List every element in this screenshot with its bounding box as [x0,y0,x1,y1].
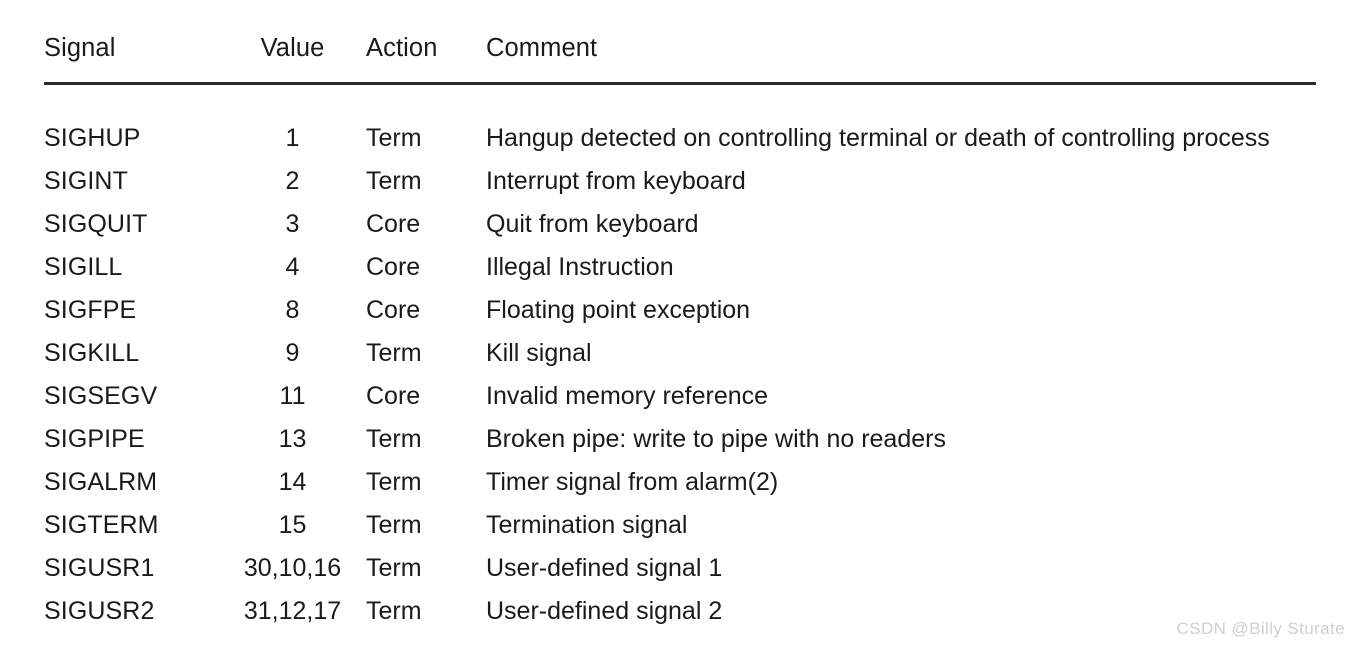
cell-comment: User-defined signal 1 [486,554,723,582]
cell-signal: SIGUSR2 [44,597,155,625]
cell-comment: Kill signal [486,339,592,367]
cell-comment: Interrupt from keyboard [486,167,746,195]
cell-action: Core [366,296,421,324]
cell-signal: SIGFPE [44,296,137,324]
column-header-comment: Comment [486,33,598,62]
cell-action: Core [366,210,421,238]
cell-signal: SIGPIPE [44,425,145,453]
cell-comment: Floating point exception [486,296,751,324]
header-spacer-cell [44,95,1316,117]
cell-comment: Broken pipe: write to pipe with no reade… [486,425,946,453]
cell-value: 2 [285,167,300,195]
cell-action: Term [366,511,422,539]
cell-comment: Invalid memory reference [486,382,769,410]
cell-value: 14 [278,468,307,496]
cell-value: 30,10,16 [243,554,342,582]
cell-comment: User-defined signal 2 [486,597,723,625]
header-rule-cell [44,82,1316,95]
cell-signal: SIGSEGV [44,382,158,410]
table-row: SIGFPE 8 Core Floating point exception [44,289,1316,332]
cell-action: Term [366,124,422,152]
cell-action: Term [366,468,422,496]
table-row: SIGUSR1 30,10,16 Term User-defined signal 1 [44,547,1316,590]
cell-value: 4 [285,253,300,281]
cell-action: Term [366,167,422,195]
cell-action: Core [366,253,421,281]
cell-comment: Quit from keyboard [486,210,699,238]
column-header-action: Action [366,33,438,62]
cell-value: 31,12,17 [243,597,342,625]
table-header-row: Signal Value Action Comment [44,24,1316,82]
cell-action: Term [366,597,422,625]
header-rule-row [44,82,1316,95]
cell-signal: SIGINT [44,167,128,195]
cell-signal: SIGQUIT [44,210,148,238]
cell-signal: SIGALRM [44,468,158,496]
cell-comment: Termination signal [486,511,688,539]
cell-comment: Illegal Instruction [486,253,674,281]
table-row: SIGALRM 14 Term Timer signal from alarm(2) [44,461,1316,504]
table-row: SIGHUP 1 Term Hangup detected on controllin… [44,117,1316,160]
header-divider [44,82,1316,85]
cell-value: 3 [285,210,300,238]
table-row: SIGQUIT 3 Core Quit from keyboard [44,203,1316,246]
cell-signal: SIGUSR1 [44,554,155,582]
table-row: SIGTERM 15 Term Termination signal [44,504,1316,547]
cell-comment: Timer signal from alarm(2) [486,468,779,496]
table-row: SIGINT 2 Term Interrupt from keyboard [44,160,1316,203]
header-spacer-row [44,95,1316,117]
cell-value: 9 [285,339,300,367]
table-row: SIGPIPE 13 Term Broken pipe: write to pipe … [44,418,1316,461]
cell-value: 1 [285,124,300,152]
table-header: Signal Value Action Comment [44,24,1316,117]
watermark: CSDN @Billy Sturate [1176,619,1345,638]
cell-action: Core [366,382,421,410]
cell-value: 13 [278,425,307,453]
table-row: SIGUSR2 31,12,17 Term User-defined signal 2 [44,590,1316,633]
cell-value: 8 [285,296,300,324]
cell-signal: SIGILL [44,253,123,281]
cell-action: Term [366,425,422,453]
cell-action: Term [366,554,422,582]
cell-signal: SIGKILL [44,339,140,367]
table-row: SIGILL 4 Core Illegal Instruction [44,246,1316,289]
column-header-value: Value [260,33,325,62]
column-header-signal: Signal [44,33,116,62]
table-row: SIGSEGV 11 Core Invalid memory reference [44,375,1316,418]
cell-value: 15 [278,511,307,539]
cell-value: 11 [279,382,306,410]
cell-comment: Hangup detected on controlling terminal … [486,124,1270,152]
cell-signal: SIGHUP [44,124,141,152]
cell-action: Term [366,339,422,367]
cell-signal: SIGTERM [44,511,159,539]
table-row: SIGKILL 9 Term Kill signal [44,332,1316,375]
